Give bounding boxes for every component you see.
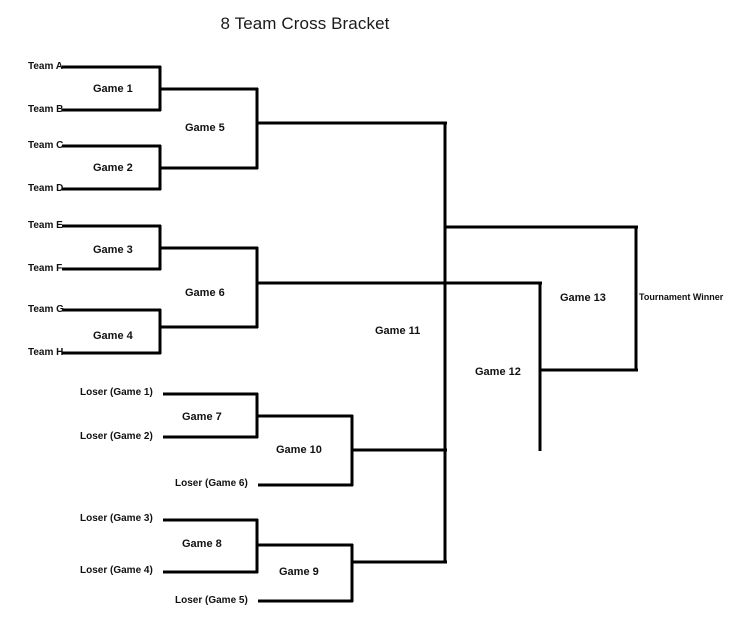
seed-label: Loser (Game 5) [175, 595, 248, 606]
seed-label: Team B [28, 104, 64, 115]
game-label: Game 3 [93, 244, 133, 256]
seed-label: Team C [28, 140, 64, 151]
page-title: 8 Team Cross Bracket [220, 14, 390, 33]
game-label: Game 13 [560, 292, 606, 304]
seed-label: Team H [28, 347, 64, 358]
seed-label: Team F [28, 263, 63, 274]
game-label: Game 4 [93, 330, 133, 342]
seed-label: Team E [28, 220, 63, 231]
game-label: Game 6 [185, 287, 225, 299]
tournament-winner-label: Tournament Winner [639, 292, 724, 302]
seed-label: Team G [28, 304, 64, 315]
seed-label: Loser (Game 4) [80, 565, 153, 576]
seed-label: Loser (Game 1) [80, 387, 153, 398]
seed-label: Loser (Game 3) [80, 513, 153, 524]
game-label: Game 1 [93, 83, 133, 95]
game-label: Game 11 [375, 325, 421, 337]
game-label: Game 8 [182, 538, 222, 550]
game-label: Game 10 [276, 444, 322, 456]
game-label: Game 9 [279, 566, 319, 578]
seed-label: Loser (Game 2) [80, 431, 153, 442]
seed-label: Team D [28, 183, 64, 194]
game-label: Game 5 [185, 122, 225, 134]
game-label: Game 2 [93, 162, 133, 174]
seed-label: Team A [28, 61, 64, 72]
game-label: Game 7 [182, 411, 222, 423]
seed-label: Loser (Game 6) [175, 478, 248, 489]
game-label: Game 12 [475, 366, 521, 378]
